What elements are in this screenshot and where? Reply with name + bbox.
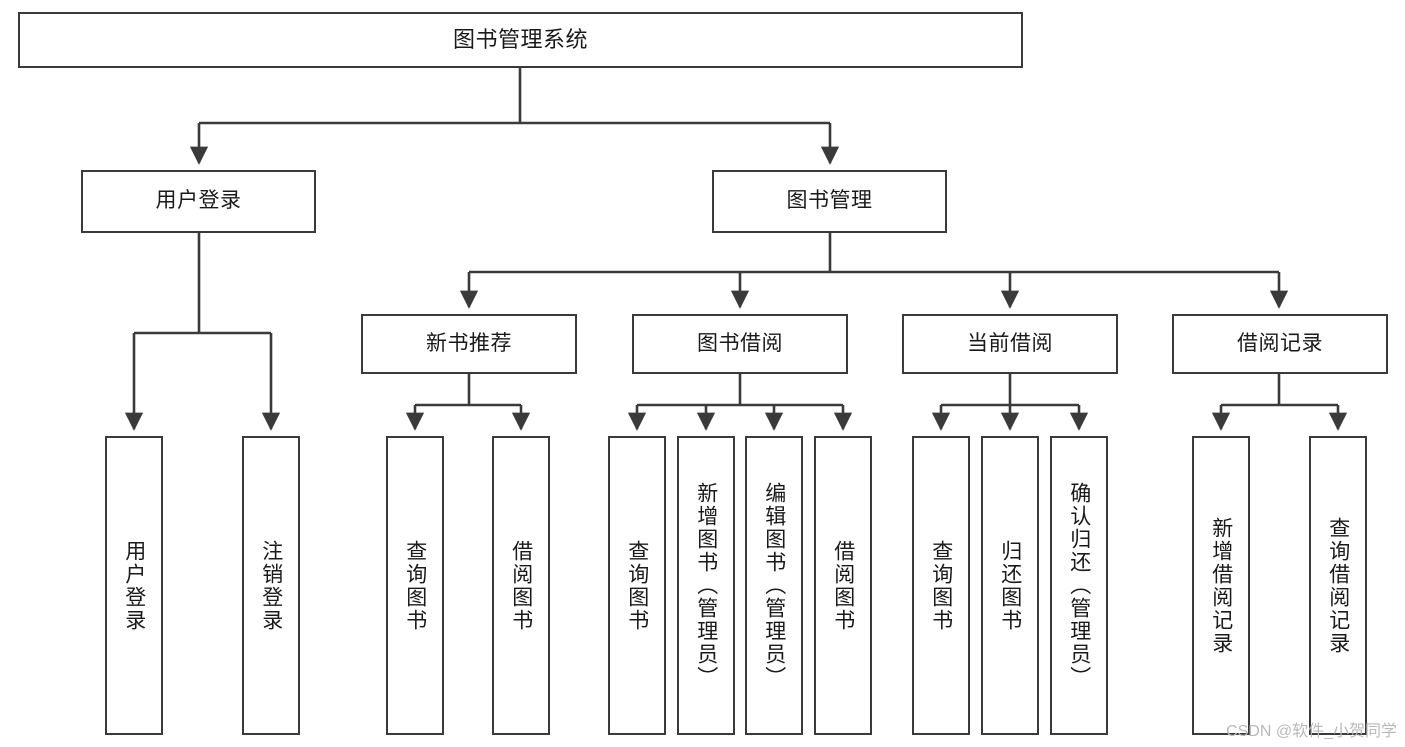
node-leaf-bb-edit-book[interactable]: 编辑图书（管理员） (745, 436, 803, 735)
node-leaf-nbr-query-book-label: 查询图书 (403, 539, 427, 632)
node-new-book-recommend[interactable]: 新书推荐 (361, 314, 577, 374)
node-leaf-cb-confirm-return[interactable]: 确认归还（管理员） (1050, 436, 1108, 735)
node-current-borrow[interactable]: 当前借阅 (902, 314, 1118, 374)
node-leaf-bb-query-book[interactable]: 查询图书 (608, 436, 666, 735)
node-leaf-nbr-borrow-book[interactable]: 借阅图书 (492, 436, 550, 735)
node-leaf-cb-confirm-return-label: 确认归还（管理员） (1067, 482, 1091, 689)
node-leaf-user-login[interactable]: 用户登录 (105, 436, 163, 735)
node-new-book-recommend-label: 新书推荐 (426, 331, 512, 355)
node-leaf-cb-query-book-label: 查询图书 (929, 539, 953, 632)
node-leaf-br-query-record-label: 查询借阅记录 (1326, 516, 1350, 655)
node-user-login-label: 用户登录 (155, 189, 242, 213)
node-book-manage[interactable]: 图书管理 (712, 170, 947, 233)
node-leaf-bb-borrow-book[interactable]: 借阅图书 (814, 436, 872, 735)
node-leaf-bb-add-book[interactable]: 新增图书（管理员） (677, 436, 735, 735)
node-leaf-cb-return-book[interactable]: 归还图书 (981, 436, 1039, 735)
node-leaf-bb-edit-book-label: 编辑图书（管理员） (762, 482, 786, 689)
node-leaf-logout[interactable]: 注销登录 (242, 436, 300, 735)
node-current-borrow-label: 当前借阅 (967, 331, 1053, 355)
node-leaf-bb-borrow-book-label: 借阅图书 (831, 539, 855, 632)
node-leaf-user-login-label: 用户登录 (122, 539, 146, 632)
node-leaf-logout-label: 注销登录 (259, 539, 283, 632)
node-root-label: 图书管理系统 (452, 27, 588, 53)
node-leaf-nbr-query-book[interactable]: 查询图书 (386, 436, 444, 735)
node-user-login[interactable]: 用户登录 (81, 170, 316, 233)
node-borrow-record[interactable]: 借阅记录 (1172, 314, 1388, 374)
node-book-manage-label: 图书管理 (786, 189, 873, 213)
node-leaf-bb-query-book-label: 查询图书 (625, 539, 649, 632)
node-leaf-br-add-record[interactable]: 新增借阅记录 (1192, 436, 1250, 735)
node-borrow-record-label: 借阅记录 (1237, 331, 1323, 355)
node-leaf-cb-return-book-label: 归还图书 (998, 539, 1022, 632)
node-book-borrow[interactable]: 图书借阅 (632, 314, 848, 374)
node-leaf-nbr-borrow-book-label: 借阅图书 (509, 539, 533, 632)
node-root[interactable]: 图书管理系统 (18, 12, 1023, 68)
node-leaf-br-query-record[interactable]: 查询借阅记录 (1309, 436, 1367, 735)
node-leaf-br-add-record-label: 新增借阅记录 (1209, 516, 1233, 655)
node-leaf-bb-add-book-label: 新增图书（管理员） (694, 482, 718, 689)
node-leaf-cb-query-book[interactable]: 查询图书 (912, 436, 970, 735)
csdn-watermark: CSDN @软件_小贺同学 (1226, 723, 1397, 740)
node-book-borrow-label: 图书借阅 (697, 331, 783, 355)
